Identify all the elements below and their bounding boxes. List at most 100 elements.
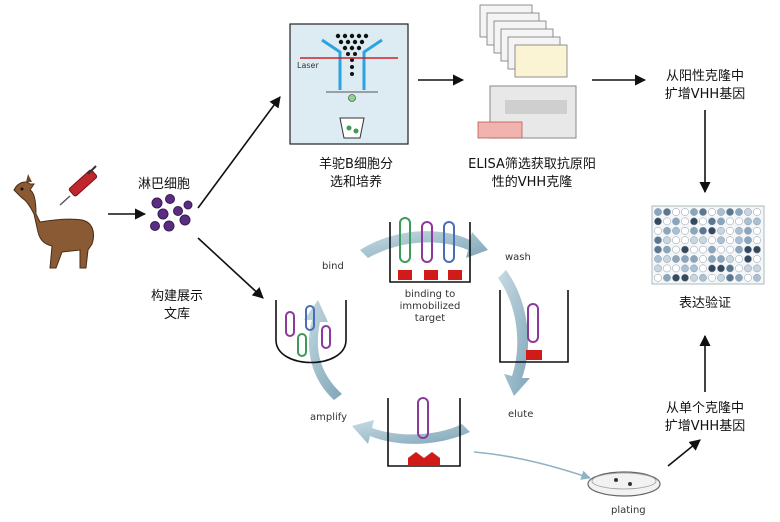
plate-well — [708, 255, 716, 263]
plate-well — [699, 208, 707, 216]
alpaca-icon — [13, 174, 95, 269]
plate-well — [672, 245, 680, 254]
plate-well — [735, 255, 743, 263]
plate-well — [699, 245, 707, 254]
plate-well — [699, 236, 707, 245]
plate-well — [753, 245, 761, 254]
plate-well — [708, 208, 716, 216]
plate-well — [726, 264, 734, 273]
label-binding-line3: target — [414, 313, 446, 324]
phage-particles — [285, 217, 539, 439]
label-library-line2: 文库 — [163, 307, 190, 322]
plate-well — [726, 273, 734, 282]
plate-well — [690, 245, 698, 254]
label-expression: 表达验证 — [678, 296, 731, 311]
plate-well — [654, 226, 662, 235]
label-amplify-positive-line1: 从阳性克隆中 — [665, 69, 744, 84]
label-plating: plating — [611, 505, 646, 516]
plate-well — [735, 217, 743, 226]
plate-well — [744, 245, 752, 254]
well-plate — [651, 205, 765, 285]
plate-well — [735, 245, 743, 254]
plate-well — [735, 226, 743, 235]
plate-well — [672, 236, 680, 245]
plate-well — [744, 236, 752, 245]
plate-well — [690, 236, 698, 245]
plate-well — [753, 255, 761, 263]
plate-well — [663, 245, 671, 254]
petri-dish-icon — [587, 471, 661, 497]
label-binding-line1: binding to — [404, 289, 456, 300]
facs-sorting-panel — [289, 23, 409, 145]
plate-well — [744, 273, 752, 282]
label-elisa-line2: 性的VHH克隆 — [491, 175, 573, 190]
plate-well — [753, 273, 761, 282]
plate-well — [663, 236, 671, 245]
label-amplify-single: 从单个克隆中 扩增VHH基因 — [650, 400, 760, 436]
plate-well — [717, 236, 725, 245]
label-elisa: ELISA筛选获取抗原阳 性的VHH克隆 — [452, 156, 612, 192]
plate-well — [681, 217, 689, 226]
plate-well — [654, 264, 662, 273]
label-lymphocytes: 淋巴细胞 — [138, 177, 191, 192]
plate-well — [672, 226, 680, 235]
label-b-cell-line1: 羊驼B细胞分 — [319, 157, 393, 172]
plate-well — [717, 208, 725, 216]
plate-well — [654, 273, 662, 282]
lymphocyte-cells — [150, 194, 193, 232]
plate-well — [654, 217, 662, 226]
arrow-to-b-cell — [197, 96, 281, 209]
plate-well — [672, 264, 680, 273]
plate-well — [708, 264, 716, 273]
plate-well — [672, 255, 680, 263]
plate-well — [681, 245, 689, 254]
plate-well — [726, 236, 734, 245]
plate-well — [708, 245, 716, 254]
plate-well — [708, 236, 716, 245]
library-tube — [275, 300, 347, 364]
wash-container — [499, 290, 569, 363]
plate-well — [744, 255, 752, 263]
label-library: 构建展示 文库 — [142, 288, 212, 324]
plate-well — [717, 217, 725, 226]
label-amplify-single-line1: 从单个克隆中 — [665, 401, 744, 416]
plate-well — [735, 264, 743, 273]
label-amplify-positive: 从阳性克隆中 扩增VHH基因 — [650, 68, 760, 104]
plate-well — [717, 273, 725, 282]
plate-well — [735, 273, 743, 282]
plate-well — [654, 255, 662, 263]
plate-well — [726, 226, 734, 235]
plate-well — [753, 264, 761, 273]
plate-well — [726, 255, 734, 263]
immobilized-targets — [398, 270, 542, 466]
plate-well — [699, 226, 707, 235]
plate-well — [726, 217, 734, 226]
syringe-icon — [59, 165, 98, 206]
plate-well — [681, 236, 689, 245]
plate-well — [753, 226, 761, 235]
plate-well — [672, 273, 680, 282]
plate-well — [717, 245, 725, 254]
plate-well — [663, 217, 671, 226]
plate-well — [654, 236, 662, 245]
plate-well — [681, 273, 689, 282]
label-amplify: amplify — [310, 412, 348, 423]
arrow-to-plating — [473, 451, 591, 480]
plate-well — [654, 208, 662, 216]
arrow-to-library — [197, 237, 264, 299]
plate-well — [699, 217, 707, 226]
plate-well — [672, 217, 680, 226]
plate-well — [663, 264, 671, 273]
flow-arrows — [108, 74, 711, 467]
plate-well — [690, 226, 698, 235]
plate-well — [744, 264, 752, 273]
label-binding-line2: immobilized — [399, 301, 461, 312]
plate-well — [726, 245, 734, 254]
label-elute: elute — [508, 409, 534, 420]
plate-well — [654, 245, 662, 254]
plate-well — [708, 217, 716, 226]
panning-containers — [275, 222, 569, 467]
plate-well — [735, 208, 743, 216]
plate-well — [753, 236, 761, 245]
